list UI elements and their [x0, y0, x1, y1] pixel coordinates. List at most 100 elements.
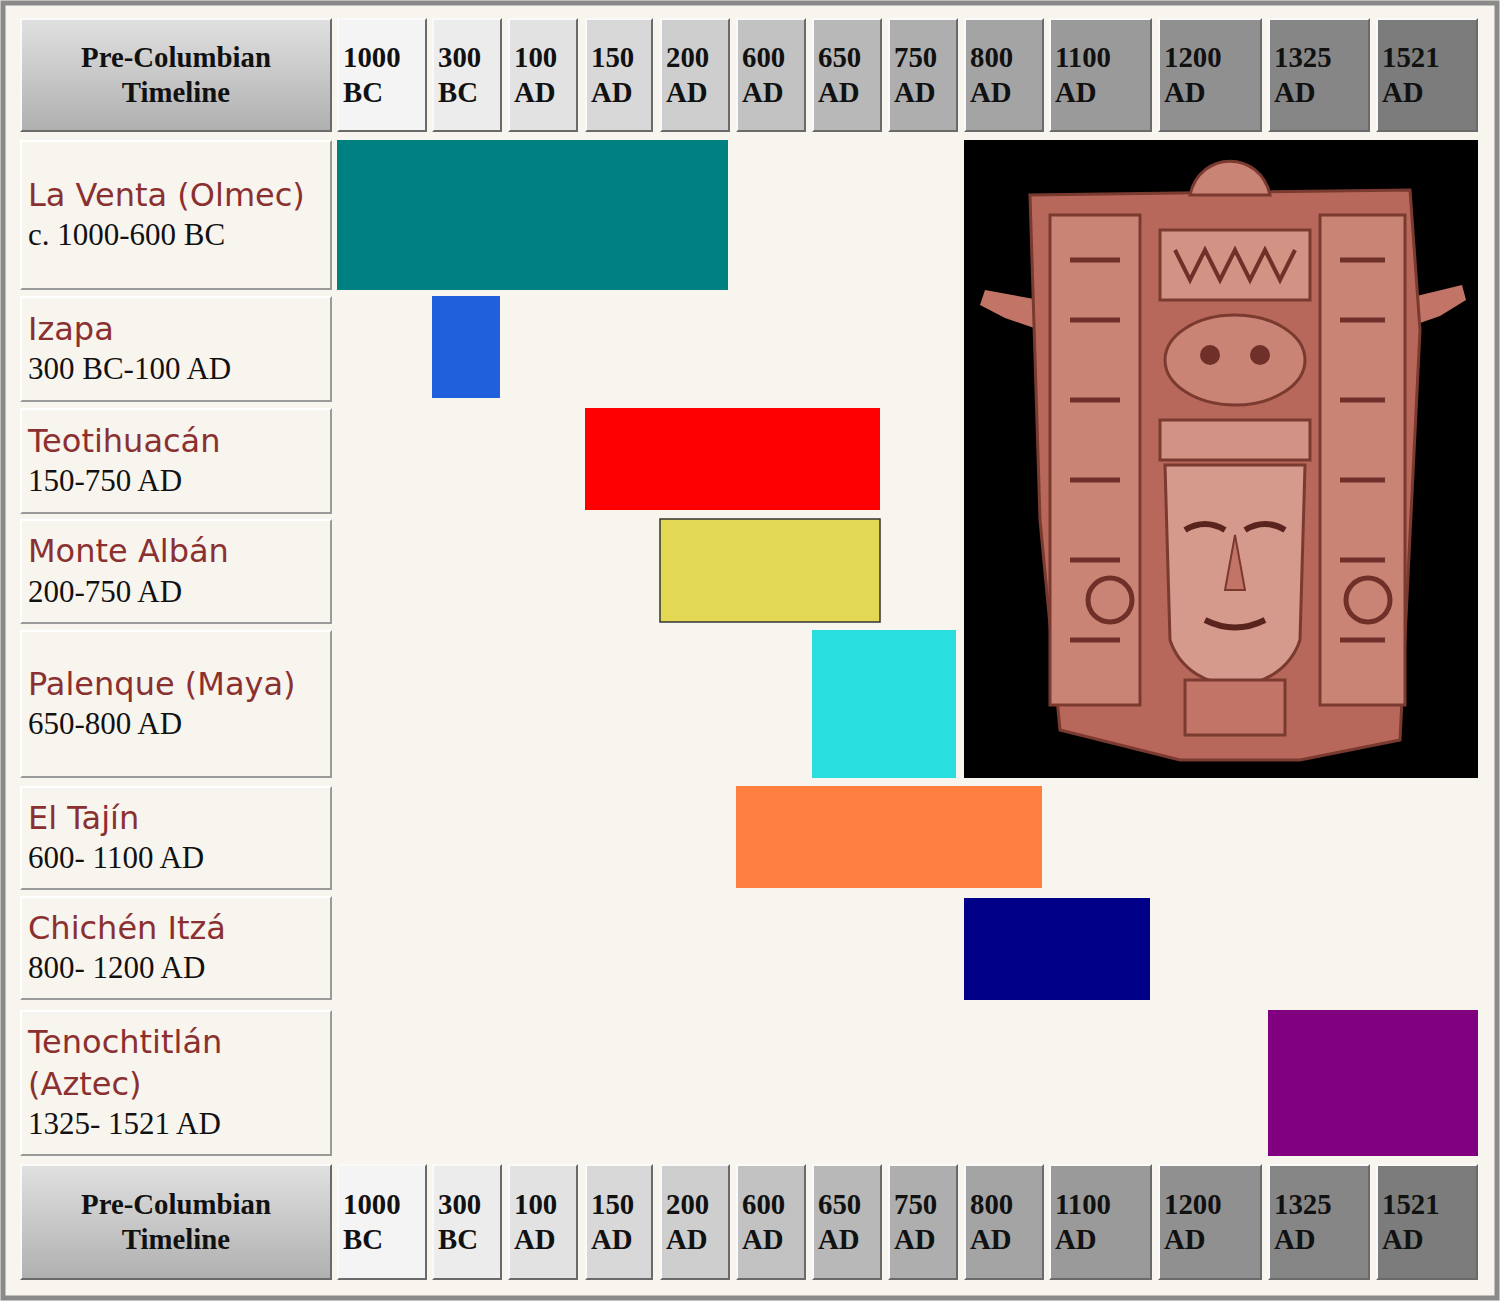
- date-label: 1521 AD: [1378, 40, 1476, 109]
- date-label: 1100 AD: [1051, 40, 1150, 109]
- header-cell: 300 BC: [432, 18, 502, 132]
- period-bar: [660, 519, 880, 622]
- date-label: 150 AD: [587, 40, 651, 109]
- period-bar: [964, 898, 1150, 1000]
- date-label: 300 BC: [434, 40, 500, 109]
- date-label: 1200 AD: [1160, 1187, 1260, 1256]
- header-cell: 100 AD: [508, 18, 578, 132]
- eye: [1200, 345, 1220, 365]
- header-cell: 800 AD: [964, 1164, 1044, 1280]
- date-label: 800 AD: [966, 40, 1042, 109]
- period-bar: [736, 786, 1042, 888]
- header-cell: 150 AD: [585, 1164, 653, 1280]
- date-label: 600 AD: [738, 1187, 804, 1256]
- date-label: 1325 AD: [1270, 40, 1368, 109]
- illustration-ground: [964, 140, 1478, 778]
- mask-crest: [1190, 161, 1270, 195]
- header-cell: 650 AD: [812, 18, 882, 132]
- date-label: 800 AD: [966, 1187, 1042, 1256]
- header-cell: 1521 AD: [1376, 18, 1478, 132]
- mask-chin-ornament: [1185, 680, 1285, 735]
- period-bar: [812, 630, 956, 778]
- site-label-box: Teotihuacán150-750 AD: [20, 408, 332, 514]
- bar-layer: [337, 140, 1478, 1156]
- header-cell: 1521 AD: [1376, 1164, 1478, 1280]
- date-label: 100 AD: [510, 1187, 576, 1256]
- ear-spool: [1346, 578, 1390, 622]
- date-range: 150-750 AD: [28, 462, 324, 501]
- table-heading: Pre-Columbian Timeline: [22, 1187, 330, 1256]
- header-cell: 1100 AD: [1049, 18, 1152, 132]
- site-label-box: Chichén Itzá800- 1200 AD: [20, 896, 332, 1000]
- date-label: 1100 AD: [1051, 1187, 1150, 1256]
- date-label: 100 AD: [510, 40, 576, 109]
- main-face: [1165, 465, 1305, 685]
- upper-face: [1165, 315, 1305, 405]
- mask-body: [1030, 190, 1420, 760]
- site-name: Palenque (Maya): [28, 664, 324, 706]
- mask-band: [1160, 420, 1310, 460]
- date-label: 750 AD: [890, 40, 956, 109]
- header-cell: 1000 BC: [337, 1164, 427, 1280]
- header-cell: 600 AD: [736, 18, 806, 132]
- date-label: 1521 AD: [1378, 1187, 1476, 1256]
- site-name: Monte Albán: [28, 531, 324, 573]
- eye: [1250, 345, 1270, 365]
- site-label-box: Tenochtitlán (Aztec)1325- 1521 AD: [20, 1010, 332, 1156]
- site-label-box: Palenque (Maya)650-800 AD: [20, 630, 332, 778]
- header-cell: 300 BC: [432, 1164, 502, 1280]
- header-cell: 1325 AD: [1268, 1164, 1370, 1280]
- header-cell: 600 AD: [736, 1164, 806, 1280]
- header-cell: 1325 AD: [1268, 18, 1370, 132]
- site-label-box: La Venta (Olmec)c. 1000-600 BC: [20, 140, 332, 290]
- date-label: 650 AD: [814, 40, 880, 109]
- date-range: c. 1000-600 BC: [28, 216, 324, 255]
- header-cell: 200 AD: [660, 1164, 730, 1280]
- site-name: El Tajín: [28, 798, 324, 840]
- mask-pillar: [1320, 215, 1405, 705]
- date-label: 1200 AD: [1160, 40, 1260, 109]
- date-range: 200-750 AD: [28, 573, 324, 612]
- header-cell: 150 AD: [585, 18, 653, 132]
- header-cell: 750 AD: [888, 1164, 958, 1280]
- date-label: 200 AD: [662, 40, 728, 109]
- date-label: 750 AD: [890, 1187, 956, 1256]
- header-cell: Pre-Columbian Timeline: [20, 18, 332, 132]
- outer-frame: [3, 3, 1497, 1298]
- date-label: 1325 AD: [1270, 1187, 1368, 1256]
- site-name: Teotihuacán: [28, 421, 324, 463]
- date-label: 200 AD: [662, 1187, 728, 1256]
- site-name: Izapa: [28, 309, 324, 351]
- date-label: 300 BC: [434, 1187, 500, 1256]
- glyph-marks: [1070, 260, 1385, 640]
- date-label: 600 AD: [738, 40, 804, 109]
- header-cell: 100 AD: [508, 1164, 578, 1280]
- date-label: 1000 BC: [339, 40, 425, 109]
- mask-illustration: [964, 140, 1478, 778]
- header-cell: 200 AD: [660, 18, 730, 132]
- header-cell: 650 AD: [812, 1164, 882, 1280]
- header-cell: 1200 AD: [1158, 18, 1262, 132]
- site-name: La Venta (Olmec): [28, 175, 324, 217]
- date-range: 650-800 AD: [28, 705, 324, 744]
- date-range: 1325- 1521 AD: [28, 1105, 324, 1144]
- mask-pillar: [1050, 215, 1140, 705]
- period-bar: [1268, 1010, 1478, 1156]
- date-range: 800- 1200 AD: [28, 949, 324, 988]
- header-cell: 1200 AD: [1158, 1164, 1262, 1280]
- period-bar: [432, 296, 500, 398]
- header-cell: 1100 AD: [1049, 1164, 1152, 1280]
- header-cell: Pre-Columbian Timeline: [20, 1164, 332, 1280]
- date-label: 1000 BC: [339, 1187, 425, 1256]
- date-range: 600- 1100 AD: [28, 839, 324, 878]
- date-range: 300 BC-100 AD: [28, 350, 324, 389]
- date-label: 650 AD: [814, 1187, 880, 1256]
- date-label: 150 AD: [587, 1187, 651, 1256]
- table-heading: Pre-Columbian Timeline: [22, 40, 330, 109]
- header-cell: 800 AD: [964, 18, 1044, 132]
- nose: [1225, 535, 1245, 590]
- mask-zigzag: [1175, 250, 1295, 280]
- header-cell: 750 AD: [888, 18, 958, 132]
- header-cell: 1000 BC: [337, 18, 427, 132]
